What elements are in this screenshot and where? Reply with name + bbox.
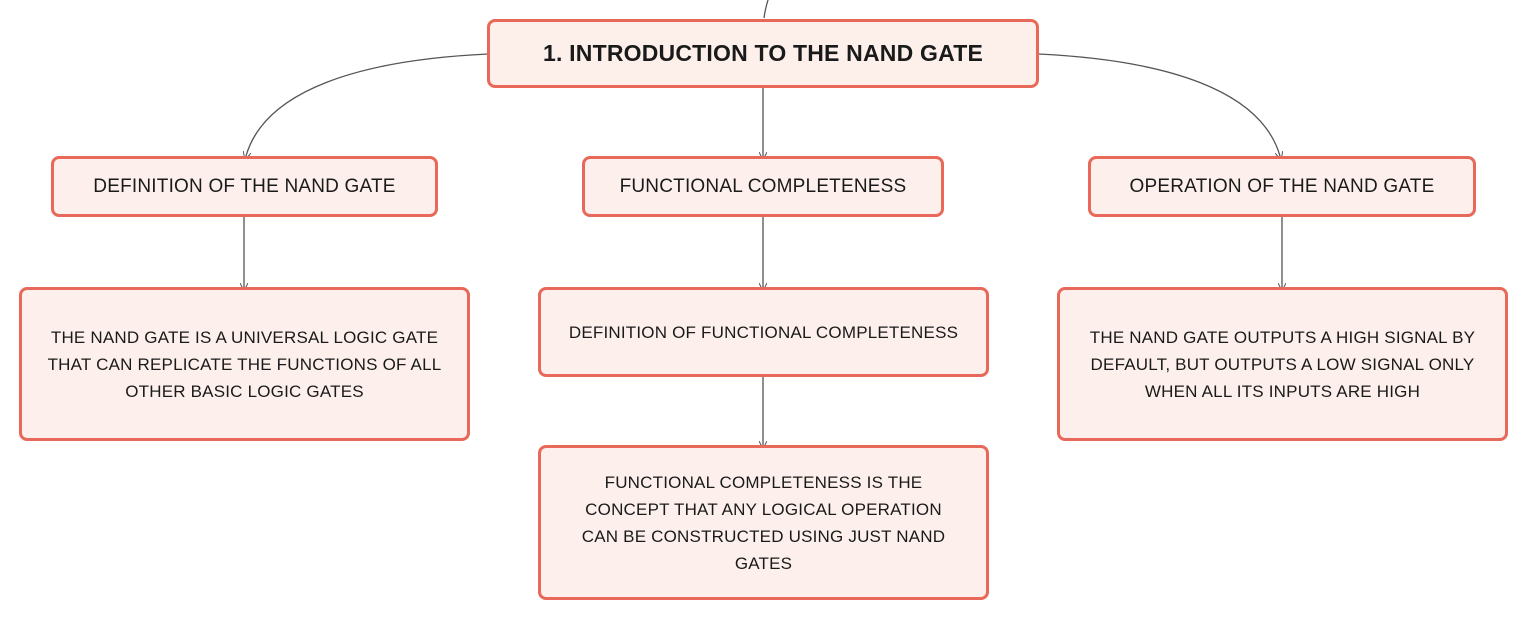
detail-node-completeness-concept[interactable]: FUNCTIONAL COMPLETENESS IS THE CONCEPT T… — [538, 445, 989, 600]
detail-node-definition[interactable]: THE NAND GATE IS A UNIVERSAL LOGIC GATE … — [19, 287, 470, 441]
detail-node-label: THE NAND GATE IS A UNIVERSAL LOGIC GATE … — [47, 327, 442, 401]
root-node[interactable]: 1. INTRODUCTION TO THE NAND GATE — [487, 19, 1039, 88]
topic-node-functional-completeness[interactable]: FUNCTIONAL COMPLETENESS — [582, 156, 944, 217]
detail-node-label: THE NAND GATE OUTPUTS A HIGH SIGNAL BY D… — [1089, 327, 1476, 401]
root-node-label: 1. INTRODUCTION TO THE NAND GATE — [543, 40, 983, 66]
connector-root-to-operation — [1037, 53, 1280, 156]
topic-node-definition[interactable]: DEFINITION OF THE NAND GATE — [51, 156, 438, 217]
connector-incoming — [763, 0, 769, 19]
detail-node-label: DEFINITION OF FUNCTIONAL COMPLETENESS — [568, 322, 959, 342]
detail-node-operation[interactable]: THE NAND GATE OUTPUTS A HIGH SIGNAL BY D… — [1057, 287, 1508, 441]
topic-node-label: OPERATION OF THE NAND GATE — [1129, 176, 1435, 197]
topic-node-label: FUNCTIONAL COMPLETENESS — [619, 176, 907, 197]
connector-root-to-definition — [246, 53, 489, 156]
topic-node-label: DEFINITION OF THE NAND GATE — [93, 176, 396, 197]
detail-node-label: FUNCTIONAL COMPLETENESS IS THE CONCEPT T… — [581, 472, 946, 573]
detail-node-definition-of-completeness[interactable]: DEFINITION OF FUNCTIONAL COMPLETENESS — [538, 287, 989, 377]
topic-node-operation[interactable]: OPERATION OF THE NAND GATE — [1088, 156, 1476, 217]
